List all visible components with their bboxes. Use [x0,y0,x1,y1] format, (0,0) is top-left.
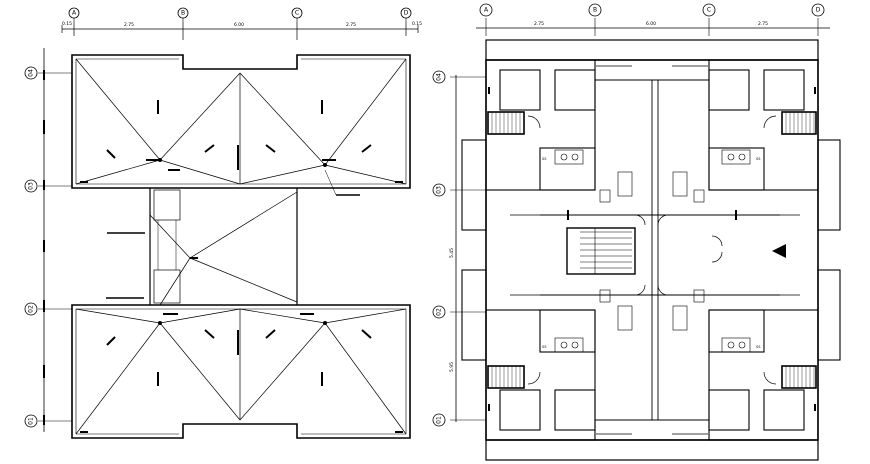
left-grid-col-c: C [295,10,299,17]
left-grid-row-03: 03 [28,182,35,190]
room-tags: SS SS SS SS [542,157,761,349]
room-tag-4: SS [756,345,761,349]
right-grid-row-bubbles: 04 03 02 01 [432,70,446,427]
left-grid-col-b: B [181,10,185,17]
right-grid-col-d: D [816,7,821,14]
right-dim-1: 2.75 [534,21,544,27]
right-dim-3: 2.75 [758,21,768,27]
left-dim-3: 6.00 [234,22,244,28]
right-side-dim-1: 5.45 [449,248,455,258]
room-tag-1: SS [542,157,547,161]
triangle-arrow-icon [772,244,786,258]
left-grid-row-04: 04 [28,69,35,77]
left-grid-column-bubbles: A B C D [68,7,412,22]
left-top-dimensions: 0.15 2.75 6.00 2.75 0.15 [62,21,422,28]
right-grid-col-a: A [484,7,489,14]
left-dim-5: 0.15 [412,21,422,27]
left-grid-col-a: A [72,10,77,17]
right-grid-row-03: 03 [436,186,443,194]
room-tag-2: SS [756,157,761,161]
right-grid-col-c: C [707,7,711,14]
left-dim-2: 2.75 [124,22,134,28]
left-grid-row-02: 02 [28,305,35,313]
right-grid-row-04: 04 [436,73,443,81]
left-grid-row-01: 01 [28,417,35,425]
floor-plan [450,18,841,461]
right-grid-row-01: 01 [436,416,443,424]
right-dimensions: 2.75 6.00 2.75 5.45 5.95 [449,21,768,372]
left-dim-1: 0.15 [62,21,72,27]
left-dim-4: 2.75 [346,22,356,28]
right-side-dim-2: 5.95 [449,362,455,372]
right-grid-col-b: B [593,7,597,14]
left-grid-col-d: D [404,10,409,17]
right-grid-column-bubbles: A B C D [479,3,825,17]
left-grid-row-bubbles: 04 03 02 01 [24,66,38,428]
room-tag-3: SS [542,345,547,349]
right-dim-2: 6.00 [646,21,656,27]
roof-plan [38,22,419,439]
right-grid-row-02: 02 [436,308,443,316]
